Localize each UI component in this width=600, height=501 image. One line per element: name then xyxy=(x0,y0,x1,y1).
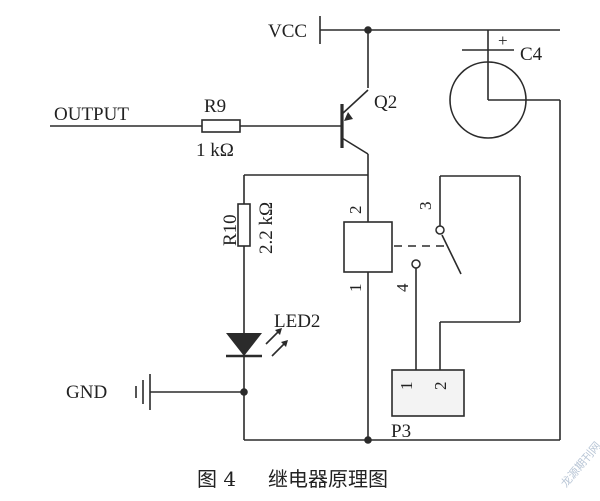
c4-label: C4 xyxy=(520,44,543,65)
p3-box xyxy=(391,369,465,417)
led2-label: LED2 xyxy=(274,311,320,332)
bottom-rail xyxy=(244,436,560,444)
output-line xyxy=(50,119,342,133)
r9-value-label: 1 kΩ xyxy=(196,140,234,161)
relay-pin1-label: 1 xyxy=(346,284,365,293)
gnd-label: GND xyxy=(66,382,107,403)
caption-title: 继电器原理图 xyxy=(268,467,388,491)
q2-label: Q2 xyxy=(374,92,397,113)
r10-value-label: 2.2 kΩ xyxy=(256,202,277,254)
gnd-junction xyxy=(240,388,248,396)
switch-pin3-label: 3 xyxy=(416,202,435,211)
led-triangle xyxy=(226,333,262,356)
switch-pin4-label: 4 xyxy=(393,283,412,292)
p3-pin1-label: 1 xyxy=(397,382,416,391)
contact-4 xyxy=(411,259,421,269)
q2-transistor xyxy=(340,89,369,175)
r9-resistor xyxy=(201,119,241,133)
caption-number: 图 4 xyxy=(197,467,236,491)
emitter-wiring xyxy=(244,174,369,440)
p3-label: P3 xyxy=(391,421,411,442)
bottom-junction xyxy=(364,436,372,444)
p3-pin2-label: 2 xyxy=(431,382,450,391)
output-label: OUTPUT xyxy=(54,104,129,125)
vcc-junction xyxy=(364,26,372,34)
watermark-text: 龙源期刊网 xyxy=(558,439,600,490)
relay-pin2-label: 2 xyxy=(346,206,365,215)
vcc-rail xyxy=(319,16,560,88)
relay-coil-box xyxy=(343,221,393,273)
led2 xyxy=(226,328,288,440)
gnd-symbol xyxy=(135,374,248,410)
contact-3 xyxy=(435,225,445,235)
capacitor-c4 xyxy=(449,49,561,440)
c4-plus-label: + xyxy=(498,31,508,50)
r10-name-label: R10 xyxy=(220,214,241,246)
r10-branch xyxy=(237,175,251,333)
relay-coil xyxy=(343,221,446,273)
r9-name-label: R9 xyxy=(204,96,226,117)
relay-switch xyxy=(411,175,521,370)
vcc-label: VCC xyxy=(268,21,307,42)
connector-p3 xyxy=(391,369,465,417)
